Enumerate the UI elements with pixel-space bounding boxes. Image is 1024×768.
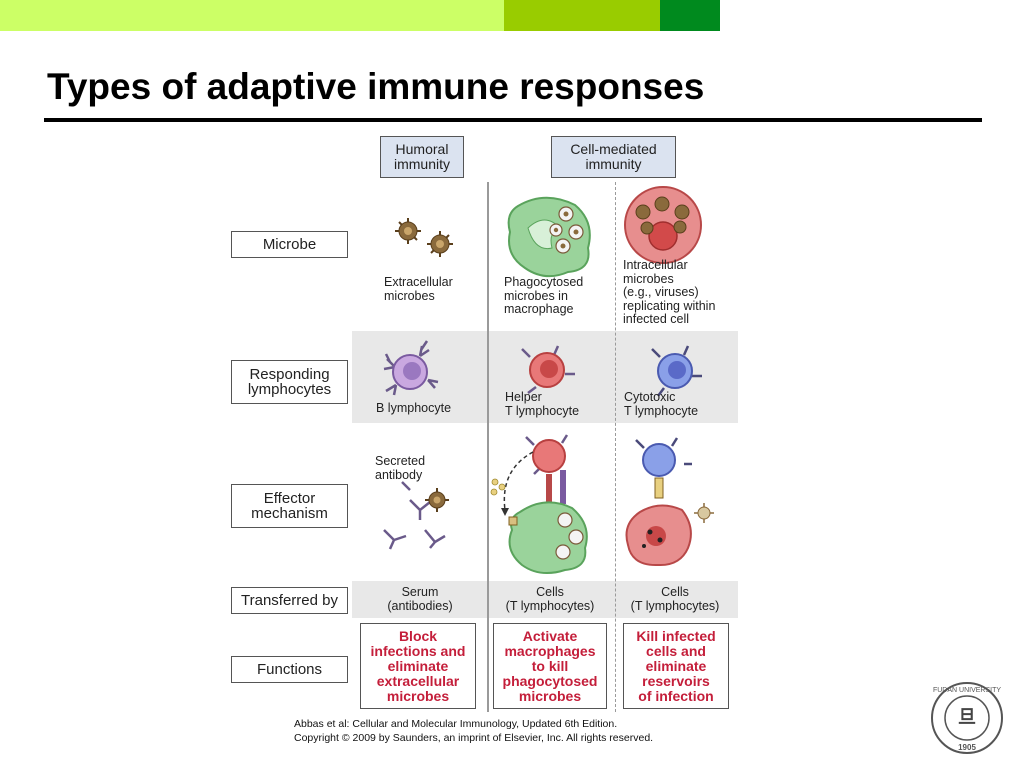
slide-title: Types of adaptive immune responses (47, 66, 705, 107)
cytokine-arrow (503, 451, 534, 511)
infected-cell-icon (624, 186, 702, 264)
caption-cells-helper: Cells (T lymphocytes) (505, 585, 595, 613)
cytokine-dots-icon (490, 478, 506, 496)
caption-extracellular-microbes: Extracellular microbes (384, 275, 453, 303)
released-virus-icon (694, 503, 714, 523)
caption-helper-t: Helper T lymphocyte (505, 390, 580, 418)
humoral-header: Humoral immunity (380, 136, 464, 178)
fudan-university-seal: 旦 FUDAN UNIVERSITY 1905 (931, 682, 1003, 754)
row-label-transferred: Transferred by (231, 587, 348, 614)
activated-macrophage-icon (508, 501, 588, 575)
extracellular-microbe-icon (427, 231, 453, 257)
top-bar-dark (660, 0, 720, 31)
credit-line-2: Copyright © 2009 by Saunders, an imprint… (294, 732, 654, 744)
cytotoxic-t-lymphocyte-icon (651, 345, 702, 397)
caption-cytotoxic-t: Cytotoxic T lymphocyte (624, 390, 699, 418)
caption-cells-cytotoxic: Cells (T lymphocytes) (630, 585, 720, 613)
function-activate: Activate macrophages to kill phagocytose… (493, 623, 607, 709)
caption-b-lymphocyte: B lymphocyte (376, 401, 452, 415)
caption-intracellular-microbes: Intracellular microbes (e.g., viruses) r… (623, 258, 716, 326)
function-kill: Kill infected cells and eliminate reserv… (623, 623, 729, 709)
macrophage-icon (507, 196, 591, 278)
row-label-microbe: Microbe (231, 231, 348, 258)
row-label-responding: Responding lymphocytes (231, 360, 348, 404)
caption-secreted-antibody: Secreted antibody (375, 454, 426, 482)
row-label-functions: Functions (231, 656, 348, 683)
top-bar-mid (504, 0, 660, 31)
antibody-icon (383, 481, 446, 550)
cell-mediated-header: Cell-mediated immunity (551, 136, 676, 178)
b-lymphocyte-icon (383, 340, 439, 396)
cytotoxic-t-effector-icon (635, 437, 692, 499)
column-divider-solid (487, 182, 489, 712)
top-bar-light (0, 0, 504, 31)
row-label-effector: Effector mechanism (231, 484, 348, 528)
caption-serum: Serum (antibodies) (387, 585, 453, 613)
svg-text:旦: 旦 (958, 707, 976, 728)
function-block: Block infections and eliminate extracell… (360, 623, 476, 709)
extracellular-microbe-icon (395, 218, 421, 244)
helper-t-lymphocyte-icon (521, 345, 575, 394)
title-underline (44, 118, 982, 122)
helper-t-effector-icon (525, 434, 569, 504)
caption-phagocytosed-microbes: Phagocytosed microbes in macrophage (504, 275, 584, 316)
bound-microbe-icon (425, 488, 449, 512)
svg-text:FUDAN UNIVERSITY: FUDAN UNIVERSITY (933, 687, 1001, 694)
column-divider-dashed (615, 182, 616, 712)
credit-line-1: Abbas et al: Cellular and Molecular Immu… (294, 718, 618, 730)
svg-text:1905: 1905 (958, 743, 976, 752)
dying-infected-cell-icon (625, 504, 692, 567)
transferred-band (352, 581, 738, 618)
